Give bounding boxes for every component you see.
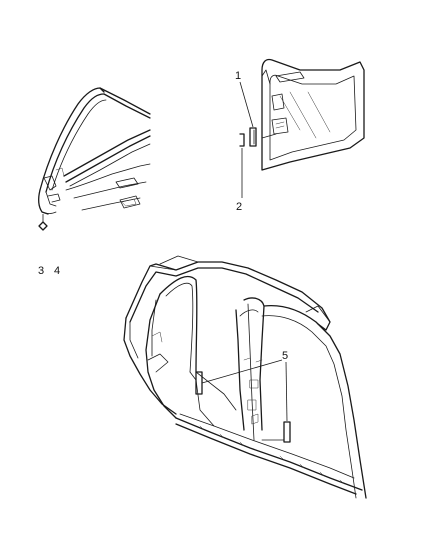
callout-labels: 1 2 3 4 5 [38,70,288,362]
front-door-opening-view [38,87,151,231]
seal-marker-diamond [38,221,48,231]
callout-4: 4 [54,265,60,277]
callout-1: 1 [235,70,241,82]
callout-2: 2 [236,201,242,213]
leader-5a [201,359,283,384]
leader-1 [239,81,254,128]
callout-3: 3 [38,265,44,277]
body-side-view [123,255,367,499]
callout-5: 5 [282,350,288,362]
weatherstrip-seal-5b [283,421,291,443]
leader-lines [201,81,288,422]
weatherstrip-seal-5a [195,371,203,395]
rear-door-opening-view [239,58,365,171]
leader-5b [285,361,288,422]
seal-marker-2 [239,133,245,147]
weatherstrip-seal-1 [249,127,257,147]
